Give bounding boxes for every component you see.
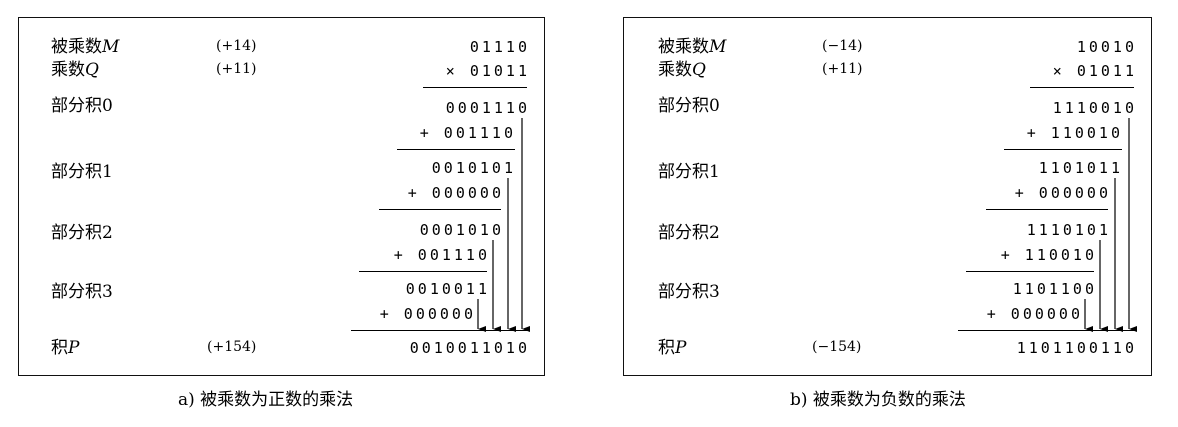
shift-arrows — [1084, 118, 1137, 332]
addend-2: + 001110 — [393, 246, 490, 264]
shift-arrows — [477, 118, 530, 332]
partial-product-1: 1101011 — [1038, 159, 1123, 177]
partial-product-0: 0001110 — [445, 99, 530, 117]
multiplicand-label: 被乘数M — [658, 37, 727, 57]
sum-rule-1 — [986, 209, 1108, 210]
caption-b: b) 被乘数为负数的乘法 — [790, 390, 966, 410]
partial-product-label-3: 部分积3 — [658, 282, 720, 302]
partial-product-label-2: 部分积2 — [51, 223, 113, 243]
addend-3: + 000000 — [379, 305, 476, 323]
partial-product-2: 0001010 — [419, 221, 504, 239]
multiplier-label: 乘数Q — [658, 60, 706, 80]
multiplier-decimal: (+11) — [216, 61, 257, 77]
partial-product-label-2: 部分积2 — [658, 223, 720, 243]
product-decimal: (−154) — [812, 339, 862, 355]
partial-product-0: 1110010 — [1052, 99, 1137, 117]
partial-product-label-1: 部分积1 — [51, 162, 113, 182]
partial-product-2: 1110101 — [1026, 221, 1111, 239]
multiplicand-binary: 10010 — [1076, 38, 1137, 56]
partial-product-3: 0010011 — [405, 280, 490, 298]
product-binary: 1101100110 — [1016, 339, 1137, 357]
sum-rule-1 — [379, 209, 501, 210]
sum-rule-2 — [359, 271, 487, 272]
addend-3: + 000000 — [986, 305, 1083, 323]
addend-2: + 110010 — [1000, 246, 1097, 264]
addend-0: + 001110 — [419, 124, 516, 142]
multiplier-rule — [1030, 87, 1134, 88]
addend-0: + 110010 — [1026, 124, 1123, 142]
product-rule — [351, 330, 529, 331]
multiplier-rule — [423, 87, 527, 88]
partial-product-label-0: 部分积0 — [658, 96, 720, 116]
product-label: 积P — [658, 338, 687, 358]
sum-rule-0 — [1004, 149, 1122, 150]
product-label: 积P — [51, 338, 80, 358]
multiplicand-binary: 01110 — [469, 38, 530, 56]
caption-a: a) 被乘数为正数的乘法 — [178, 390, 354, 410]
diagram-panel-a: 被乘数M 乘数Q (+14) (+11) 01110 × 01011 部分积0 … — [18, 17, 545, 376]
product-binary: 0010011010 — [409, 339, 530, 357]
multiplicand-decimal: (+14) — [216, 38, 257, 54]
addend-1: + 000000 — [1014, 184, 1111, 202]
product-rule — [958, 330, 1136, 331]
sum-rule-2 — [966, 271, 1094, 272]
addend-1: + 000000 — [407, 184, 504, 202]
multiplier-label: 乘数Q — [51, 60, 99, 80]
multiplier-decimal: (+11) — [822, 61, 863, 77]
diagram-panel-b: 被乘数M 乘数Q (−14) (+11) 10010 × 01011 部分积0 … — [623, 17, 1152, 376]
product-decimal: (+154) — [207, 339, 257, 355]
multiplier-binary: × 01011 — [445, 62, 530, 80]
partial-product-label-3: 部分积3 — [51, 282, 113, 302]
multiplicand-decimal: (−14) — [822, 38, 863, 54]
partial-product-label-1: 部分积1 — [658, 162, 720, 182]
partial-product-3: 1101100 — [1012, 280, 1097, 298]
multiplicand-label: 被乘数M — [51, 37, 120, 57]
partial-product-label-0: 部分积0 — [51, 96, 113, 116]
multiplier-binary: × 01011 — [1052, 62, 1137, 80]
sum-rule-0 — [397, 149, 515, 150]
partial-product-1: 0010101 — [431, 159, 516, 177]
